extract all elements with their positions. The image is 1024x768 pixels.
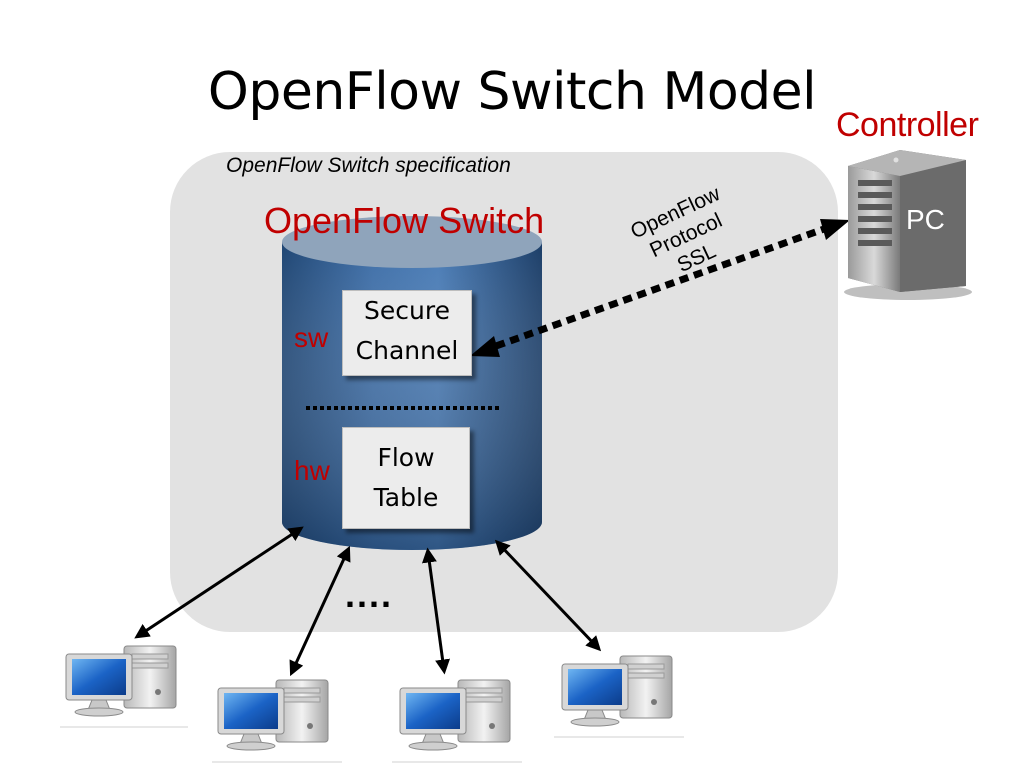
controller-link-arrowhead [470,336,500,357]
flow-table-line1: Flow [377,443,435,472]
host-link [421,547,451,675]
slide-title: OpenFlow Switch Model [207,62,817,122]
desktop-computer-icon [561,655,673,727]
flow-table-line2: Table [373,483,439,512]
spec-label: OpenFlow Switch specification [226,154,511,177]
sw-label: sw [294,322,329,353]
flow-table-box: Flow Table [342,427,470,529]
host-link [289,545,351,677]
controller-link [480,220,840,355]
host-link [494,539,602,652]
hw-label: hw [294,455,330,486]
more-hosts-ellipsis: .... [345,574,394,615]
secure-channel-box: Secure Channel [342,290,472,376]
controller-link-arrowhead [820,219,850,240]
switch-label: OpenFlow Switch [264,200,545,241]
server-tower-icon [844,150,972,300]
desktop-computer-icon [217,679,329,751]
controller-label: Controller [836,106,979,144]
host-link [134,526,304,639]
secure-channel-line2: Channel [355,336,459,365]
desktop-computer-icon [399,679,511,751]
secure-channel-line1: Secure [364,296,450,325]
controller-pc-label: PC [906,204,945,235]
desktop-computer-icon [65,645,177,717]
